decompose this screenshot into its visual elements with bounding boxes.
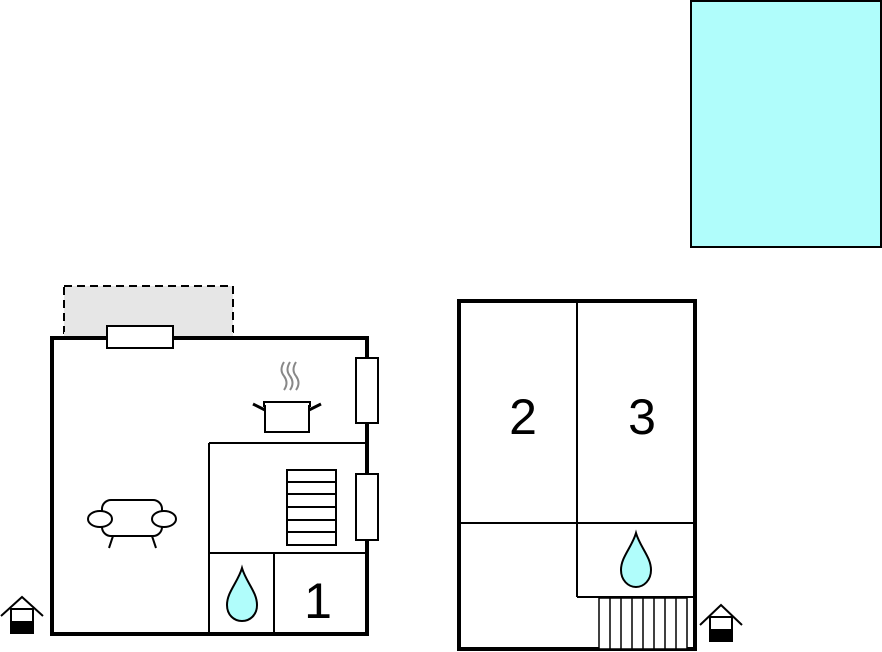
water-drop-icon — [619, 529, 653, 589]
water-drop-icon — [225, 564, 259, 623]
house-entrance-icon — [699, 603, 743, 642]
cooking-pot-icon — [252, 361, 322, 433]
stairs-icon — [598, 597, 688, 650]
room-number-3: 3 — [628, 389, 656, 445]
room-number-1: 1 — [304, 573, 332, 629]
room-number-2: 2 — [509, 389, 537, 445]
ground-floor: 1 — [0, 285, 379, 636]
pool-icon — [690, 0, 882, 248]
stairs-icon — [286, 469, 337, 546]
house-entrance-icon — [0, 595, 44, 634]
sofa-icon — [87, 499, 177, 549]
first-floor: 2 3 — [457, 299, 743, 651]
window-icon — [355, 357, 379, 424]
window-icon — [106, 325, 174, 349]
window-icon — [355, 473, 379, 541]
